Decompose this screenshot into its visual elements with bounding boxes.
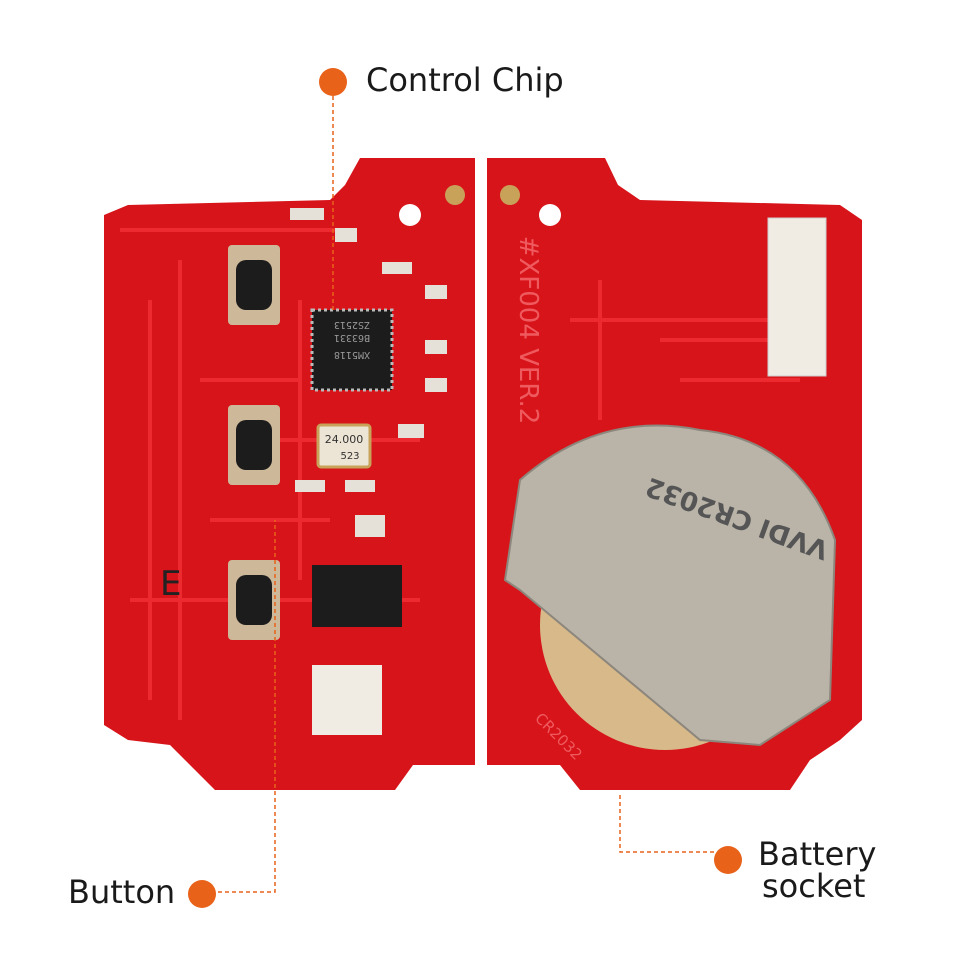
connector	[767, 217, 827, 377]
left-pcb-board	[104, 158, 475, 790]
pad	[500, 185, 520, 205]
silkscreen-mark: E	[160, 564, 181, 604]
pcb-traces-right	[570, 280, 800, 420]
mount-hole	[399, 204, 421, 226]
memory-chip	[312, 565, 402, 627]
battery-socket-marker	[714, 846, 742, 874]
board-version: #XF004 VER.2	[513, 236, 543, 425]
mount-hole	[539, 204, 561, 226]
control-chip-label: Control Chip	[366, 61, 564, 99]
chip-marking-2: B63331	[334, 332, 370, 343]
pad	[445, 185, 465, 205]
smd-components	[290, 208, 447, 537]
battery-socket-label-2: socket	[762, 867, 866, 905]
button-component	[228, 245, 280, 640]
battery-clip	[503, 424, 837, 747]
battery-socket-label-1: Battery	[758, 835, 877, 873]
button-label: Button	[68, 873, 176, 911]
control-chip-marker	[319, 68, 347, 96]
chip-marking-3: ZS2513	[334, 319, 370, 330]
button-marker	[188, 880, 216, 908]
qr-label	[312, 665, 382, 735]
crystal-marking: 24.000	[325, 433, 364, 446]
crystal-oscillator	[316, 423, 372, 469]
chip-marking: XM5118	[334, 349, 370, 360]
control-chip	[310, 308, 394, 392]
crystal-code: 523	[340, 451, 359, 462]
callout-leaders	[218, 96, 715, 893]
